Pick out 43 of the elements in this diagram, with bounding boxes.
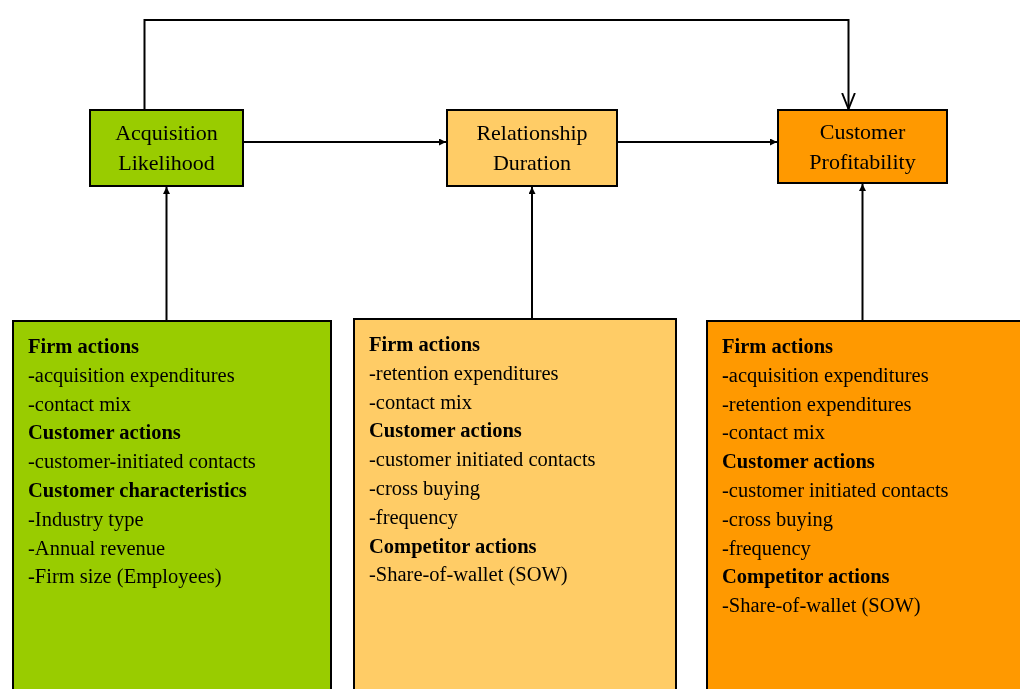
process-box [777,109,948,184]
group-heading: Firm actions [369,332,481,357]
arrow [243,138,447,146]
factor-item: -customer-initiated contacts [28,449,256,475]
arrow [528,186,536,319]
factor-item: -Share-of-wallet (SOW) [369,562,568,588]
factor-item: -acquisition expenditures [722,362,929,389]
group-heading: Customer actions [722,449,875,475]
factor-item: -frequency [369,504,458,531]
factor-item: -retention expenditures [369,360,559,387]
factor-item: -contact mix [369,389,473,415]
factor-box [353,318,677,689]
factor-box [706,320,1020,689]
group-heading: Competitor actions [722,564,890,590]
factor-item: -contact mix [722,420,826,446]
group-heading: Customer characteristics [28,478,247,503]
group-heading: Firm actions [28,334,140,359]
group-heading: Customer actions [28,420,181,446]
factor-item: -contact mix [28,391,132,417]
factor-item: -Annual revenue [28,535,166,561]
group-heading: Firm actions [722,334,834,359]
factor-item: -retention expenditures [722,391,912,418]
factor-item: -cross buying [722,506,834,533]
box-label: Customer Profitability [808,117,917,176]
factor-item: -frequency [722,535,811,562]
process-box [446,109,618,187]
group-heading: Customer actions [369,418,522,444]
factor-item: -cross buying [369,476,481,502]
arrow [617,138,778,146]
group-heading: Competitor actions [369,533,537,560]
process-box [89,109,244,187]
box-label: Relationship Duration [475,119,589,177]
factor-item: -Firm size (Employees) [28,564,222,590]
factor-box [12,320,332,689]
arrow [163,186,170,321]
factor-item: -customer initiated contacts [722,478,949,503]
arrow [143,19,856,110]
box-label: Acquisition Likelihood [114,119,219,177]
factor-item: -customer initiated contacts [369,447,596,473]
arrow [859,183,866,321]
factor-item: -acquisition expenditures [28,362,235,389]
factor-item: -Share-of-wallet (SOW) [722,593,921,619]
factor-item: -Industry type [28,506,144,533]
